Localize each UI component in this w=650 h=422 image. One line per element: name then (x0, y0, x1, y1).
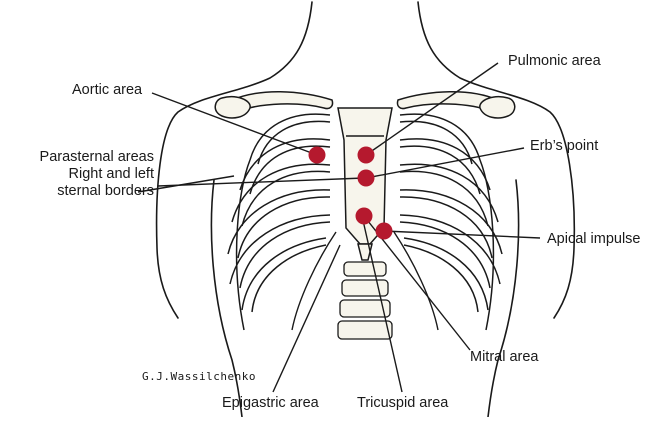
label-erbs-point: Erb’s point (530, 138, 598, 155)
apical-marker (376, 223, 393, 240)
label-apical-impulse: Apical impulse (547, 231, 641, 248)
spine (338, 262, 392, 339)
label-epigastric-area: Epigastric area (222, 395, 319, 412)
tricuspid-marker (356, 208, 373, 225)
ribs-left (228, 114, 330, 330)
label-mitral-area: Mitral area (470, 349, 539, 366)
artist-signature: G.J.Wassilchenko (142, 370, 256, 383)
label-aortic-area: Aortic area (72, 82, 142, 99)
label-parasternal-areas: Parasternal areas Right and left sternal… (2, 149, 154, 200)
pulmonic-marker (358, 147, 375, 164)
ribs-right (400, 114, 502, 330)
label-pulmonic-area: Pulmonic area (508, 53, 601, 70)
parasternal-line-1: Parasternal areas (2, 149, 154, 166)
parasternal-line-3: sternal borders (2, 183, 154, 200)
erbs-point-marker (358, 170, 375, 187)
label-tricuspid-area: Tricuspid area (357, 395, 448, 412)
parasternal-line-2: Right and left (2, 166, 154, 183)
aortic-marker (309, 147, 326, 164)
